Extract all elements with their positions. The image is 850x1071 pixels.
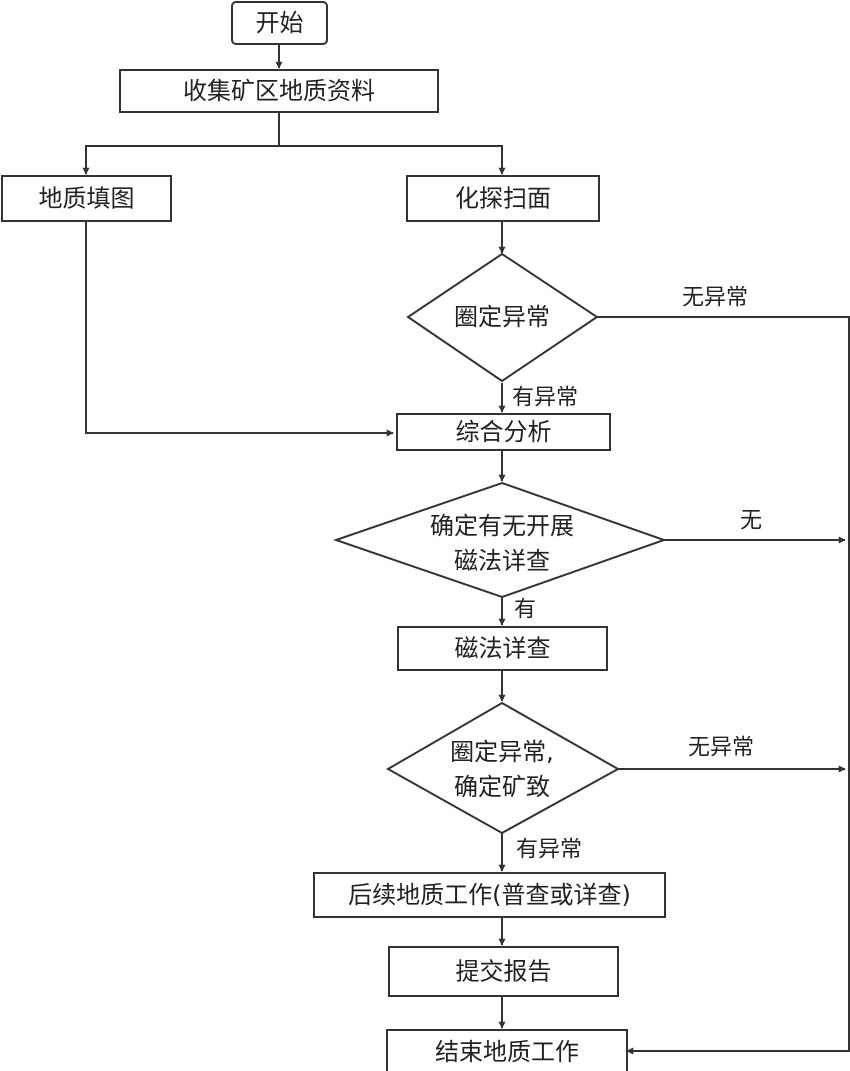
collect-label: 收集矿区地质资料 xyxy=(183,77,375,105)
node-geomap: 地质填图 xyxy=(1,175,172,222)
arrow-to-scan xyxy=(279,145,506,175)
delineate1-label: 圈定异常 xyxy=(454,303,550,331)
end-label: 结束地质工作 xyxy=(435,1038,579,1066)
report-label: 提交报告 xyxy=(456,958,552,986)
geomap-label: 地质填图 xyxy=(39,185,135,213)
scan-box xyxy=(406,175,600,222)
analysis-label: 综合分析 xyxy=(456,418,552,446)
arrow-no-anomaly-to-end xyxy=(597,316,850,1055)
delineate2-label-line1: 圈定异常, xyxy=(450,738,554,766)
node-start: 开始 xyxy=(231,1,328,45)
geomap-box xyxy=(1,175,172,222)
edge-label-no-anomaly-2: 无异常 xyxy=(688,736,754,761)
collect-box xyxy=(119,69,439,113)
delineate2-label-line2: 确定矿致 xyxy=(454,773,550,801)
connectors xyxy=(82,44,850,1055)
edge-label-none: 无 xyxy=(740,509,762,534)
node-analysis: 综合分析 xyxy=(396,413,611,451)
node-end: 结束地质工作 xyxy=(386,1029,628,1071)
analysis-box xyxy=(396,413,611,451)
edge-label-has-anomaly-1: 有异常 xyxy=(512,386,578,411)
edge-label-no-anomaly-1: 无异常 xyxy=(682,286,748,311)
decide-diamond xyxy=(332,481,668,599)
arrow-geomap-to-analysis xyxy=(85,221,394,437)
arrow-to-geomap xyxy=(82,145,279,175)
start-label: 开始 xyxy=(256,9,304,37)
node-decide: 确定有无开展 磁法详查 xyxy=(332,481,668,599)
decide-label-line2: 磁法详查 xyxy=(454,547,550,575)
node-delineate2: 圈定异常, 确定矿致 xyxy=(385,701,621,835)
delineate1-diamond xyxy=(406,252,599,383)
decide-label-line1: 确定有无开展 xyxy=(430,512,574,540)
edge-label-has-anomaly-2: 有异常 xyxy=(516,838,582,863)
magnetic-box xyxy=(397,626,608,671)
node-magnetic: 磁法详查 xyxy=(397,626,608,671)
node-report: 提交报告 xyxy=(388,946,619,997)
report-box xyxy=(388,946,619,997)
start-box xyxy=(231,1,328,45)
node-delineate1: 圈定异常 xyxy=(406,252,599,383)
followup-box xyxy=(313,872,666,918)
scan-label: 化探扫面 xyxy=(455,185,551,213)
delineate2-diamond xyxy=(385,701,621,835)
node-followup: 后续地质工作(普查或详查) xyxy=(313,872,666,918)
magnetic-label: 磁法详查 xyxy=(455,635,551,663)
edge-label-yes: 有 xyxy=(514,598,536,623)
end-box xyxy=(386,1029,628,1071)
followup-label: 后续地质工作(普查或详查) xyxy=(348,881,631,909)
node-scan: 化探扫面 xyxy=(406,175,600,222)
edge-labels: 无异常 有异常 无 有 无异常 有异常 xyxy=(512,286,762,863)
node-collect: 收集矿区地质资料 xyxy=(119,69,439,113)
